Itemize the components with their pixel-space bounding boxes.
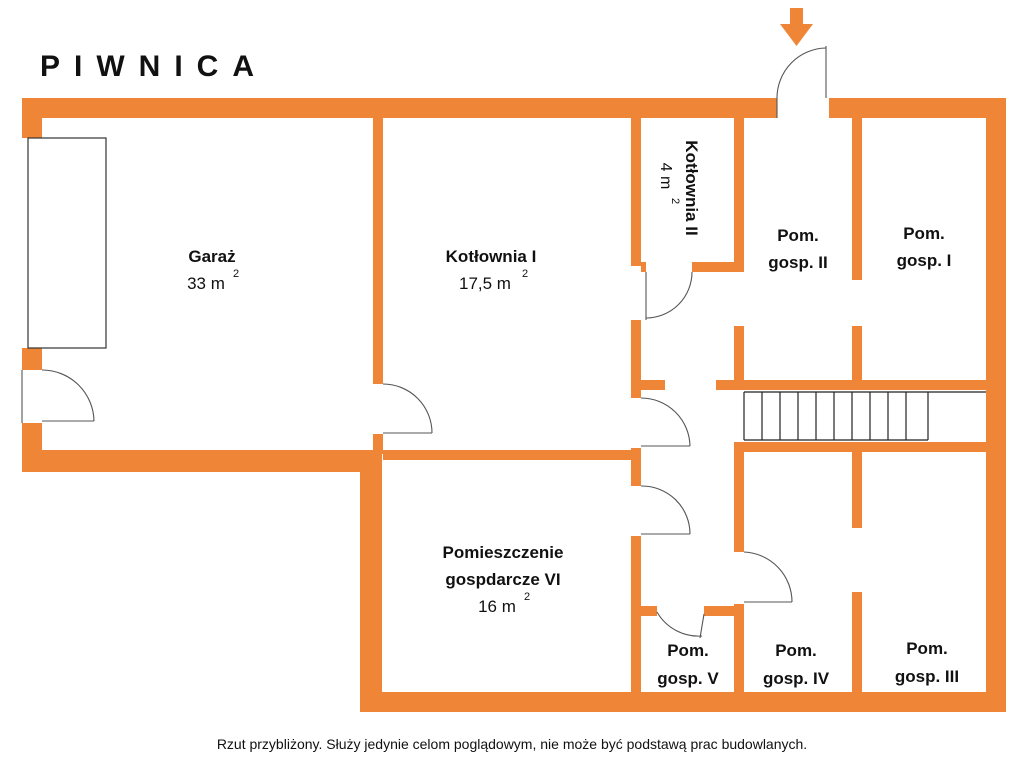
room-name: Kotłownia I <box>446 247 537 266</box>
room-name: Garaż <box>188 247 235 266</box>
room-pom-4: Pom. gosp. IV <box>763 641 830 688</box>
arrow-down-icon <box>780 8 813 46</box>
room-name: Kotłownia II <box>682 140 701 235</box>
kotlownia-1-door <box>382 383 433 434</box>
room-name-line-1: Pom. <box>775 641 817 660</box>
room-name-line-1: Pom. <box>903 224 945 243</box>
room-name-line-2: gosp. IV <box>763 669 830 688</box>
plan-title: PIWNICA <box>40 50 268 83</box>
kotlownia-2-door <box>645 271 693 320</box>
room-name-line-2: gospdarcze VI <box>445 570 560 589</box>
room-area: 17,5 m <box>459 274 511 293</box>
room-name-line-1: Pom. <box>667 641 709 660</box>
room-name-line-1: Pomieszczenie <box>443 543 564 562</box>
pom-5-door <box>656 611 705 639</box>
stairs <box>743 391 986 441</box>
area-superscript: 2 <box>522 268 528 280</box>
room-area: 33 m <box>187 274 225 293</box>
room-area: 16 m <box>478 597 516 616</box>
room-pom-6: Pomieszczenie gospdarcze VI 16 m 2 <box>443 543 564 616</box>
room-pom-3: Pom. gosp. III <box>895 639 959 686</box>
room-name-line-2: gosp. I <box>897 251 952 270</box>
kotlownia-1-corridor-door <box>640 397 691 447</box>
room-garaz: Garaż 33 m 2 <box>187 247 239 293</box>
area-superscript: 2 <box>233 268 239 280</box>
area-superscript: 2 <box>524 591 530 603</box>
room-name-line-2: gosp. V <box>657 669 719 688</box>
walls <box>22 98 1006 712</box>
room-name-line-2: gosp. II <box>768 253 828 272</box>
room-pom-2: Pom. gosp. II <box>768 226 828 272</box>
disclaimer-note: Rzut przybliżony. Służy jedynie celom po… <box>217 736 807 752</box>
entrance-door <box>776 46 827 118</box>
garage-side-door <box>21 369 95 423</box>
room-kotlownia-1: Kotłownia I 17,5 m 2 <box>446 247 537 293</box>
room-name-line-1: Pom. <box>777 226 819 245</box>
pom-4-door <box>743 551 793 603</box>
room-kotlownia-2: Kotłownia II 4 m 2 <box>657 140 701 235</box>
room-pom-5: Pom. gosp. V <box>657 641 719 688</box>
room-name-line-1: Pom. <box>906 639 948 658</box>
pom-6-door <box>640 485 691 535</box>
doors <box>21 46 827 639</box>
room-pom-1: Pom. gosp. I <box>897 224 952 270</box>
room-area: 4 m <box>657 163 674 190</box>
room-name-line-2: gosp. III <box>895 667 959 686</box>
garage-door <box>27 137 107 349</box>
area-superscript: 2 <box>669 198 681 204</box>
